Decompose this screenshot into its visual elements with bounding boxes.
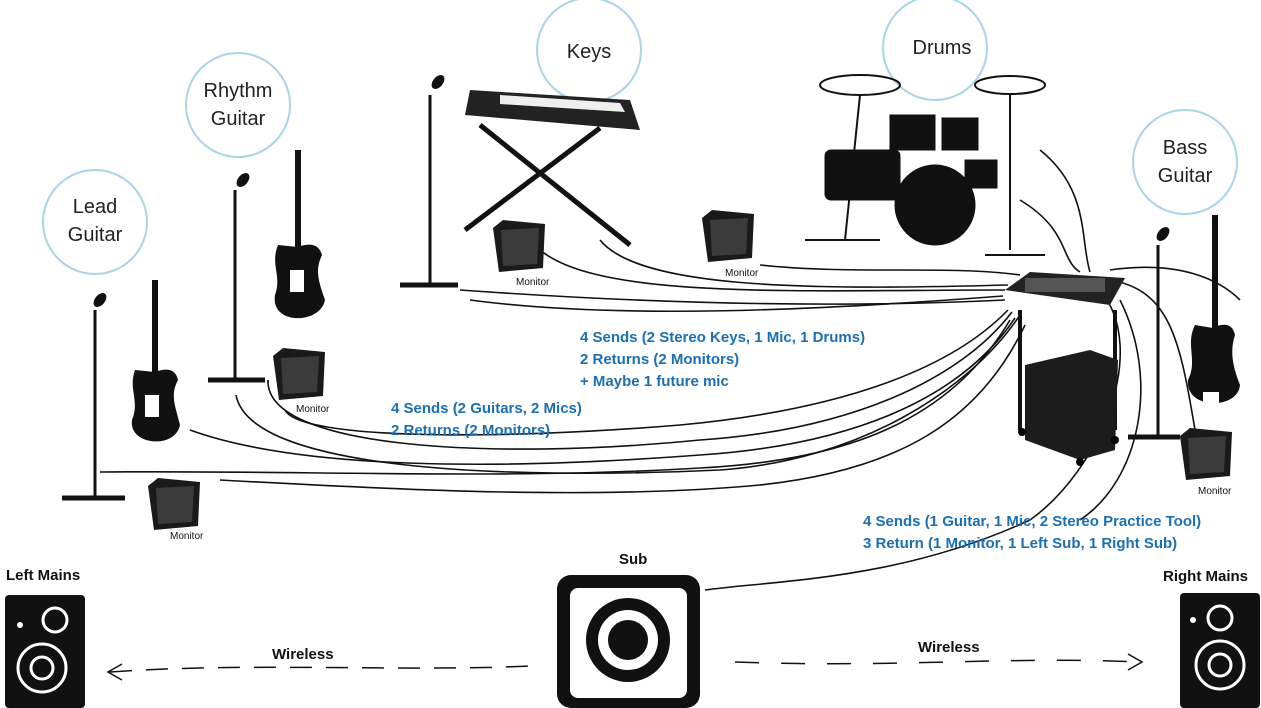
left-mains-speaker [5,595,85,708]
sub-label: Sub [619,551,648,568]
wireless-right-arrow [1127,653,1144,671]
guitars-note: 4 Sends (2 Guitars, 2 Mics) 2 Returns (2… [391,398,582,442]
wireless-right-label: Wireless [918,639,980,656]
sub-speaker [557,575,700,708]
drums-circle [882,0,988,101]
left-mains-label: Left Mains [6,567,81,584]
monitor-label: Monitor [516,277,550,288]
drums-label: Drums [912,37,972,59]
wireless-left-label: Wireless [272,646,334,663]
wireless-left-line [109,665,531,673]
guitars [131,150,1240,442]
drum-kit [805,74,1046,256]
monitor-label: Monitor [170,531,204,542]
note-line: 2 Returns (2 Monitors) [391,422,551,439]
rhythm-guitar-circle [185,52,291,158]
note-line: 3 Return (1 Monitor, 1 Left Sub, 1 Right… [863,535,1178,552]
bass-guitar-circle [1132,109,1238,215]
note-line: + Maybe 1 future mic [580,373,729,390]
note-line: 4 Sends (2 Guitars, 2 Mics) [391,400,582,417]
mixer-rack [1005,272,1125,466]
lead-guitar-label: Lead Guitar [67,196,123,246]
note-line: 2 Returns (2 Monitors) [580,351,740,368]
wireless-left-arrow [106,663,123,681]
right-mains-speaker [1180,593,1260,708]
keys-label: Keys [566,41,612,63]
bass-guitar-label: Bass Guitar [1157,137,1213,187]
note-line: 4 Sends (1 Guitar, 1 Mic, 2 Stereo Pract… [863,513,1202,530]
right-mains-label: Right Mains [1163,568,1248,585]
note-line: 4 Sends (2 Stereo Keys, 1 Mic, 1 Drums) [580,329,866,346]
lead-guitar-circle [42,169,148,275]
bass-note: 4 Sends (1 Guitar, 1 Mic, 2 Stereo Pract… [863,511,1201,555]
monitor-label: Monitor [1198,486,1232,497]
monitor-label: Monitor [725,268,759,279]
keys-drums-note: 4 Sends (2 Stereo Keys, 1 Mic, 1 Drums) … [580,327,865,393]
cables [99,149,1241,591]
wireless-right-line [734,659,1141,665]
keyboard [463,90,640,247]
monitor-label: Monitor [296,404,330,415]
mic-stands [62,95,1180,501]
rhythm-guitar-label: Rhythm Guitar [203,80,273,130]
